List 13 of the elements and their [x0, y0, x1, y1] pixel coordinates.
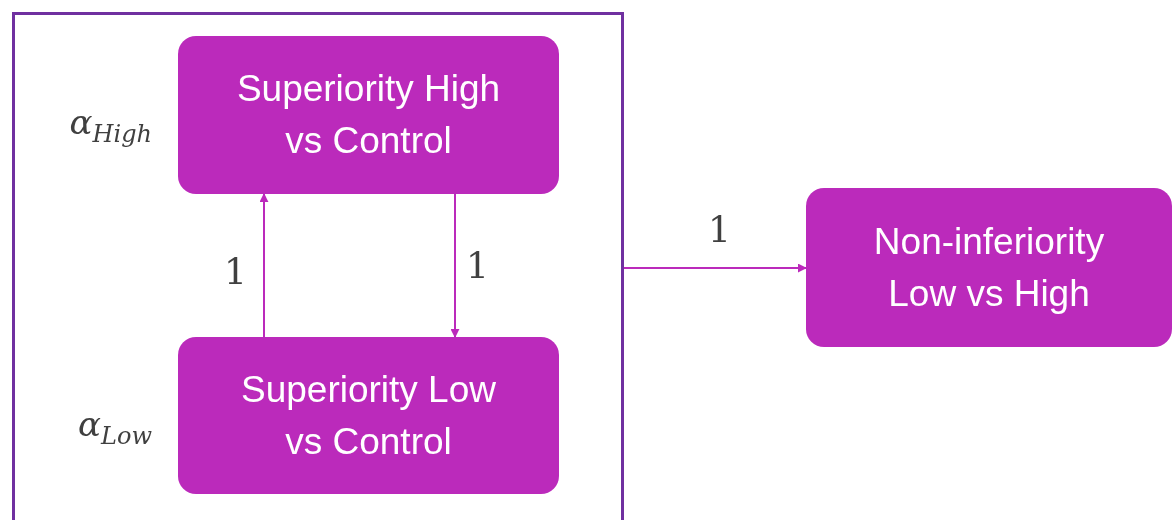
box-text: Superiority Low vs Control	[240, 367, 497, 464]
box-text: Superiority High vs Control	[235, 67, 502, 163]
group-frame	[12, 12, 624, 520]
edge-label: 1	[224, 254, 247, 290]
edge-label: 1	[466, 248, 489, 284]
arrow	[450, 193, 460, 338]
box-text: Non-inferiority Low vs High	[872, 219, 1106, 316]
arrow	[623, 263, 807, 273]
process-box	[806, 188, 1172, 347]
alpha-label: α$_{High}$	[69, 102, 152, 148]
alpha-label: α$_{Low}$	[78, 404, 152, 450]
edge-label: 1	[708, 212, 731, 248]
arrow	[259, 193, 269, 338]
